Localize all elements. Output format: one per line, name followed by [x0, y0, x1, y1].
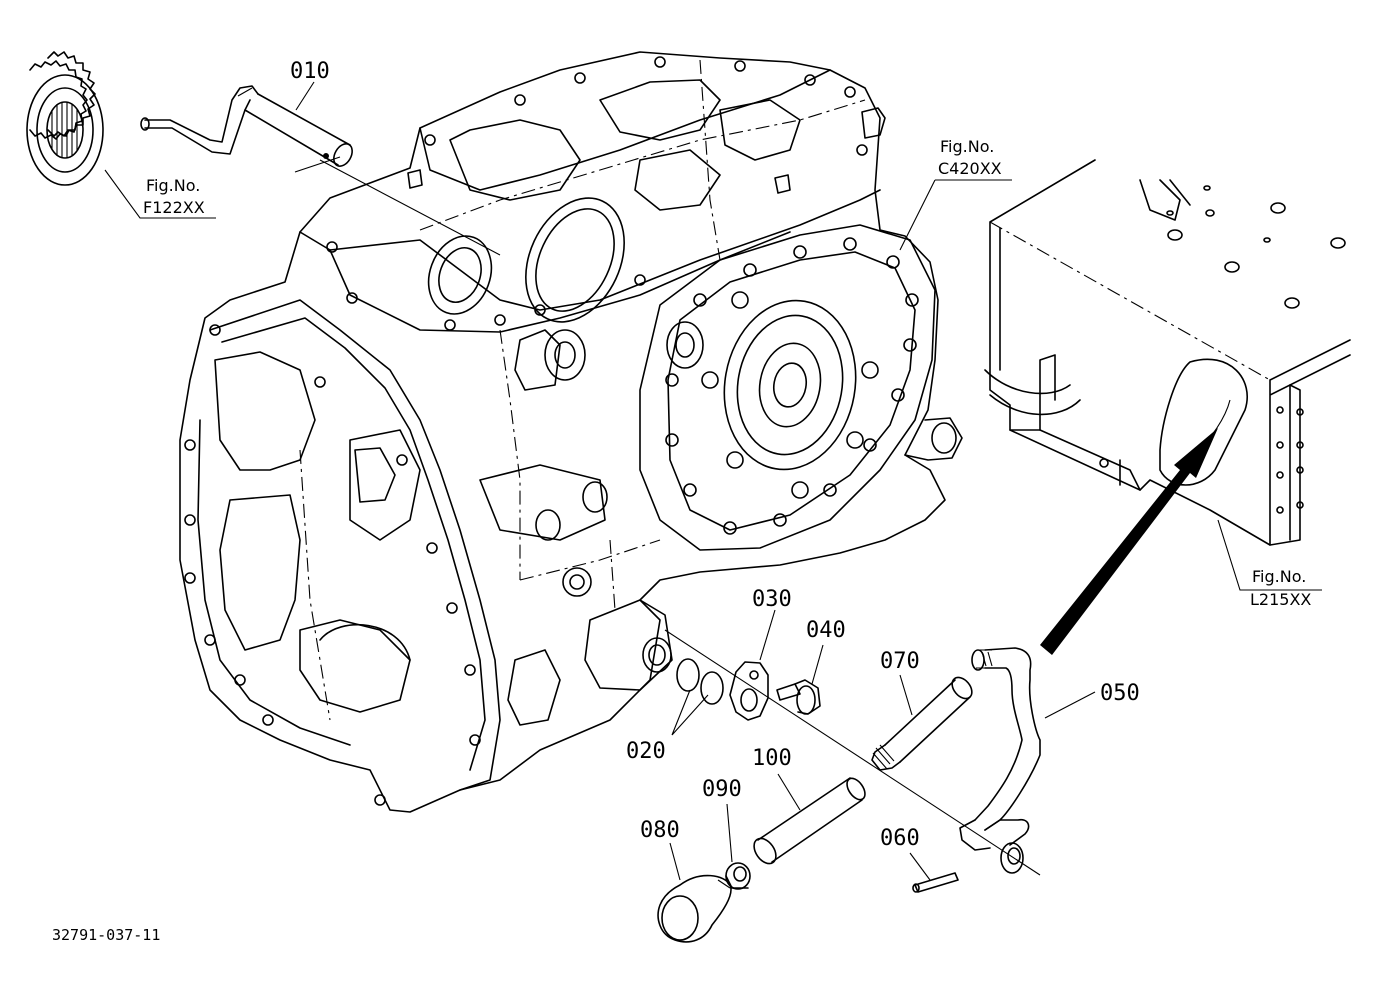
- direction-arrow: [1040, 428, 1218, 655]
- leader-lines: [104, 81, 1322, 881]
- part-label-010: 010: [290, 59, 330, 84]
- gasket-030: [729, 661, 769, 721]
- part-label-050: 050: [1100, 681, 1140, 706]
- pin-060: [912, 872, 959, 893]
- part-label-090: 090: [702, 777, 742, 802]
- part-label-070: 070: [880, 649, 920, 674]
- part-label-040: 040: [806, 618, 846, 643]
- nut-090: [725, 862, 751, 890]
- hydraulic-unit: [984, 159, 1351, 546]
- assembly-center-line: [664, 629, 1041, 876]
- rod-tick: [294, 156, 341, 173]
- part-label-020: 020: [626, 739, 666, 764]
- transmission-case: [179, 51, 963, 813]
- rod-070: [871, 676, 973, 771]
- figref-f122-code: F122XX: [143, 198, 205, 217]
- knob-080: [657, 874, 732, 943]
- tube-100: [753, 777, 866, 865]
- document-number: 32791-037-11: [52, 926, 160, 944]
- figref-c420-prefix: Fig.No.: [940, 137, 994, 156]
- figref-c420-code: C420XX: [938, 159, 1002, 178]
- part-label-100: 100: [752, 746, 792, 771]
- rod-center-line: [319, 159, 501, 256]
- part-label-080: 080: [640, 818, 680, 843]
- gear-component: [26, 51, 104, 186]
- shift-lever-050: [959, 647, 1041, 874]
- part-label-060: 060: [880, 826, 920, 851]
- figref-l215-prefix: Fig.No.: [1252, 567, 1306, 586]
- bolt-040: [776, 679, 821, 715]
- shift-rod-010: [140, 85, 353, 167]
- o-rings-020: [676, 658, 724, 705]
- figref-l215-code: L215XX: [1250, 590, 1311, 609]
- figref-f122-prefix: Fig.No.: [146, 176, 200, 195]
- part-label-030: 030: [752, 587, 792, 612]
